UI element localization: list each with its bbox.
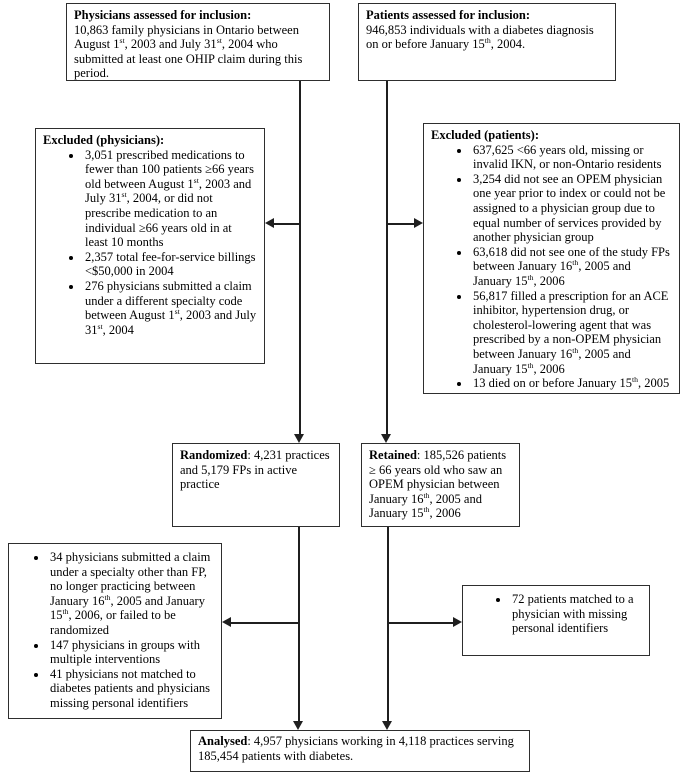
arrowhead-into-analysed-right-icon (382, 721, 392, 730)
connector-retained-down (387, 527, 389, 722)
box-retained-body: : 185,526 patients ≥ 66 years old who sa… (369, 448, 507, 521)
connector-randomized-down (298, 527, 300, 722)
arrowhead-into-excluded-physicians-icon (265, 218, 274, 228)
bullet-item: 63,618 did not see one of the study FPs … (471, 245, 672, 289)
box-excluded-physicians: Excluded (physicians): 3,051 prescribed … (35, 128, 265, 364)
excluded-physicians-post-list: 34 physicians submitted a claim under a … (14, 550, 216, 711)
box-patients-assessed: Patients assessed for inclusion: 946,853… (358, 3, 616, 81)
excluded-patients-list: 637,625 <66 years old, missing or invali… (431, 143, 672, 391)
box-physicians-assessed: Physicians assessed for inclusion: 10,86… (66, 3, 330, 81)
bullet-item: 34 physicians submitted a claim under a … (48, 550, 216, 638)
connector-to-excluded-patients-post (389, 622, 454, 624)
arrowhead-into-randomized-icon (294, 434, 304, 443)
box-physicians-assessed-body: 10,863 family physicians in Ontario betw… (74, 22, 303, 81)
box-physicians-assessed-title: Physicians assessed for inclusion: (74, 8, 252, 22)
bullet-item: 3,254 did not see an OPEM physician one … (471, 172, 672, 245)
box-analysed-body: : 4,957 physicians working in 4,118 prac… (198, 734, 514, 763)
box-analysed-label: Analysed (198, 734, 248, 748)
connector-to-excluded-physicians (273, 223, 300, 225)
box-retained-label: Retained (369, 448, 417, 462)
box-randomized: Randomized: 4,231 practices and 5,179 FP… (172, 443, 340, 527)
box-randomized-body: : 4,231 practices and 5,179 FPs in activ… (180, 448, 330, 492)
bullet-item: 276 physicians submitted a claim under a… (83, 279, 257, 337)
bullet-item: 3,051 prescribed medications to fewer th… (83, 148, 257, 250)
bullet-item: 72 patients matched to a physician with … (510, 592, 644, 636)
box-patients-assessed-body: 946,853 individuals with a diabetes diag… (366, 22, 594, 52)
box-excluded-physicians-post: 34 physicians submitted a claim under a … (8, 543, 222, 719)
arrowhead-into-analysed-left-icon (293, 721, 303, 730)
bullet-item: 637,625 <66 years old, missing or invali… (471, 143, 672, 172)
connector-to-excluded-patients (388, 223, 415, 225)
box-retained: Retained: 185,526 patients ≥ 66 years ol… (361, 443, 520, 527)
box-patients-assessed-title: Patients assessed for inclusion: (366, 8, 531, 22)
box-analysed: Analysed: 4,957 physicians working in 4,… (190, 730, 530, 772)
box-randomized-label: Randomized (180, 448, 248, 462)
connector-physicians-down (299, 81, 301, 435)
box-excluded-physicians-title: Excluded (physicians): (43, 133, 165, 147)
bullet-item: 13 died on or before January 15th, 2005 (471, 376, 672, 391)
arrowhead-into-excluded-physicians-post-icon (222, 617, 231, 627)
arrowhead-into-excluded-patients-post-icon (453, 617, 462, 627)
connector-patients-down (386, 81, 388, 435)
bullet-item: 2,357 total fee-for-service billings <$5… (83, 250, 257, 279)
bullet-item: 41 physicians not matched to diabetes pa… (48, 667, 216, 711)
arrowhead-into-excluded-patients-icon (414, 218, 423, 228)
excluded-physicians-list: 3,051 prescribed medications to fewer th… (43, 148, 257, 338)
arrowhead-into-retained-icon (381, 434, 391, 443)
excluded-patients-post-list: 72 patients matched to a physician with … (468, 592, 644, 636)
connector-to-excluded-physicians-post (230, 622, 299, 624)
bullet-item: 147 physicians in groups with multiple i… (48, 638, 216, 667)
box-excluded-patients-title: Excluded (patients): (431, 128, 539, 142)
box-excluded-patients: Excluded (patients): 637,625 <66 years o… (423, 123, 680, 394)
bullet-item: 56,817 filled a prescription for an ACE … (471, 289, 672, 377)
box-excluded-patients-post: 72 patients matched to a physician with … (462, 585, 650, 656)
